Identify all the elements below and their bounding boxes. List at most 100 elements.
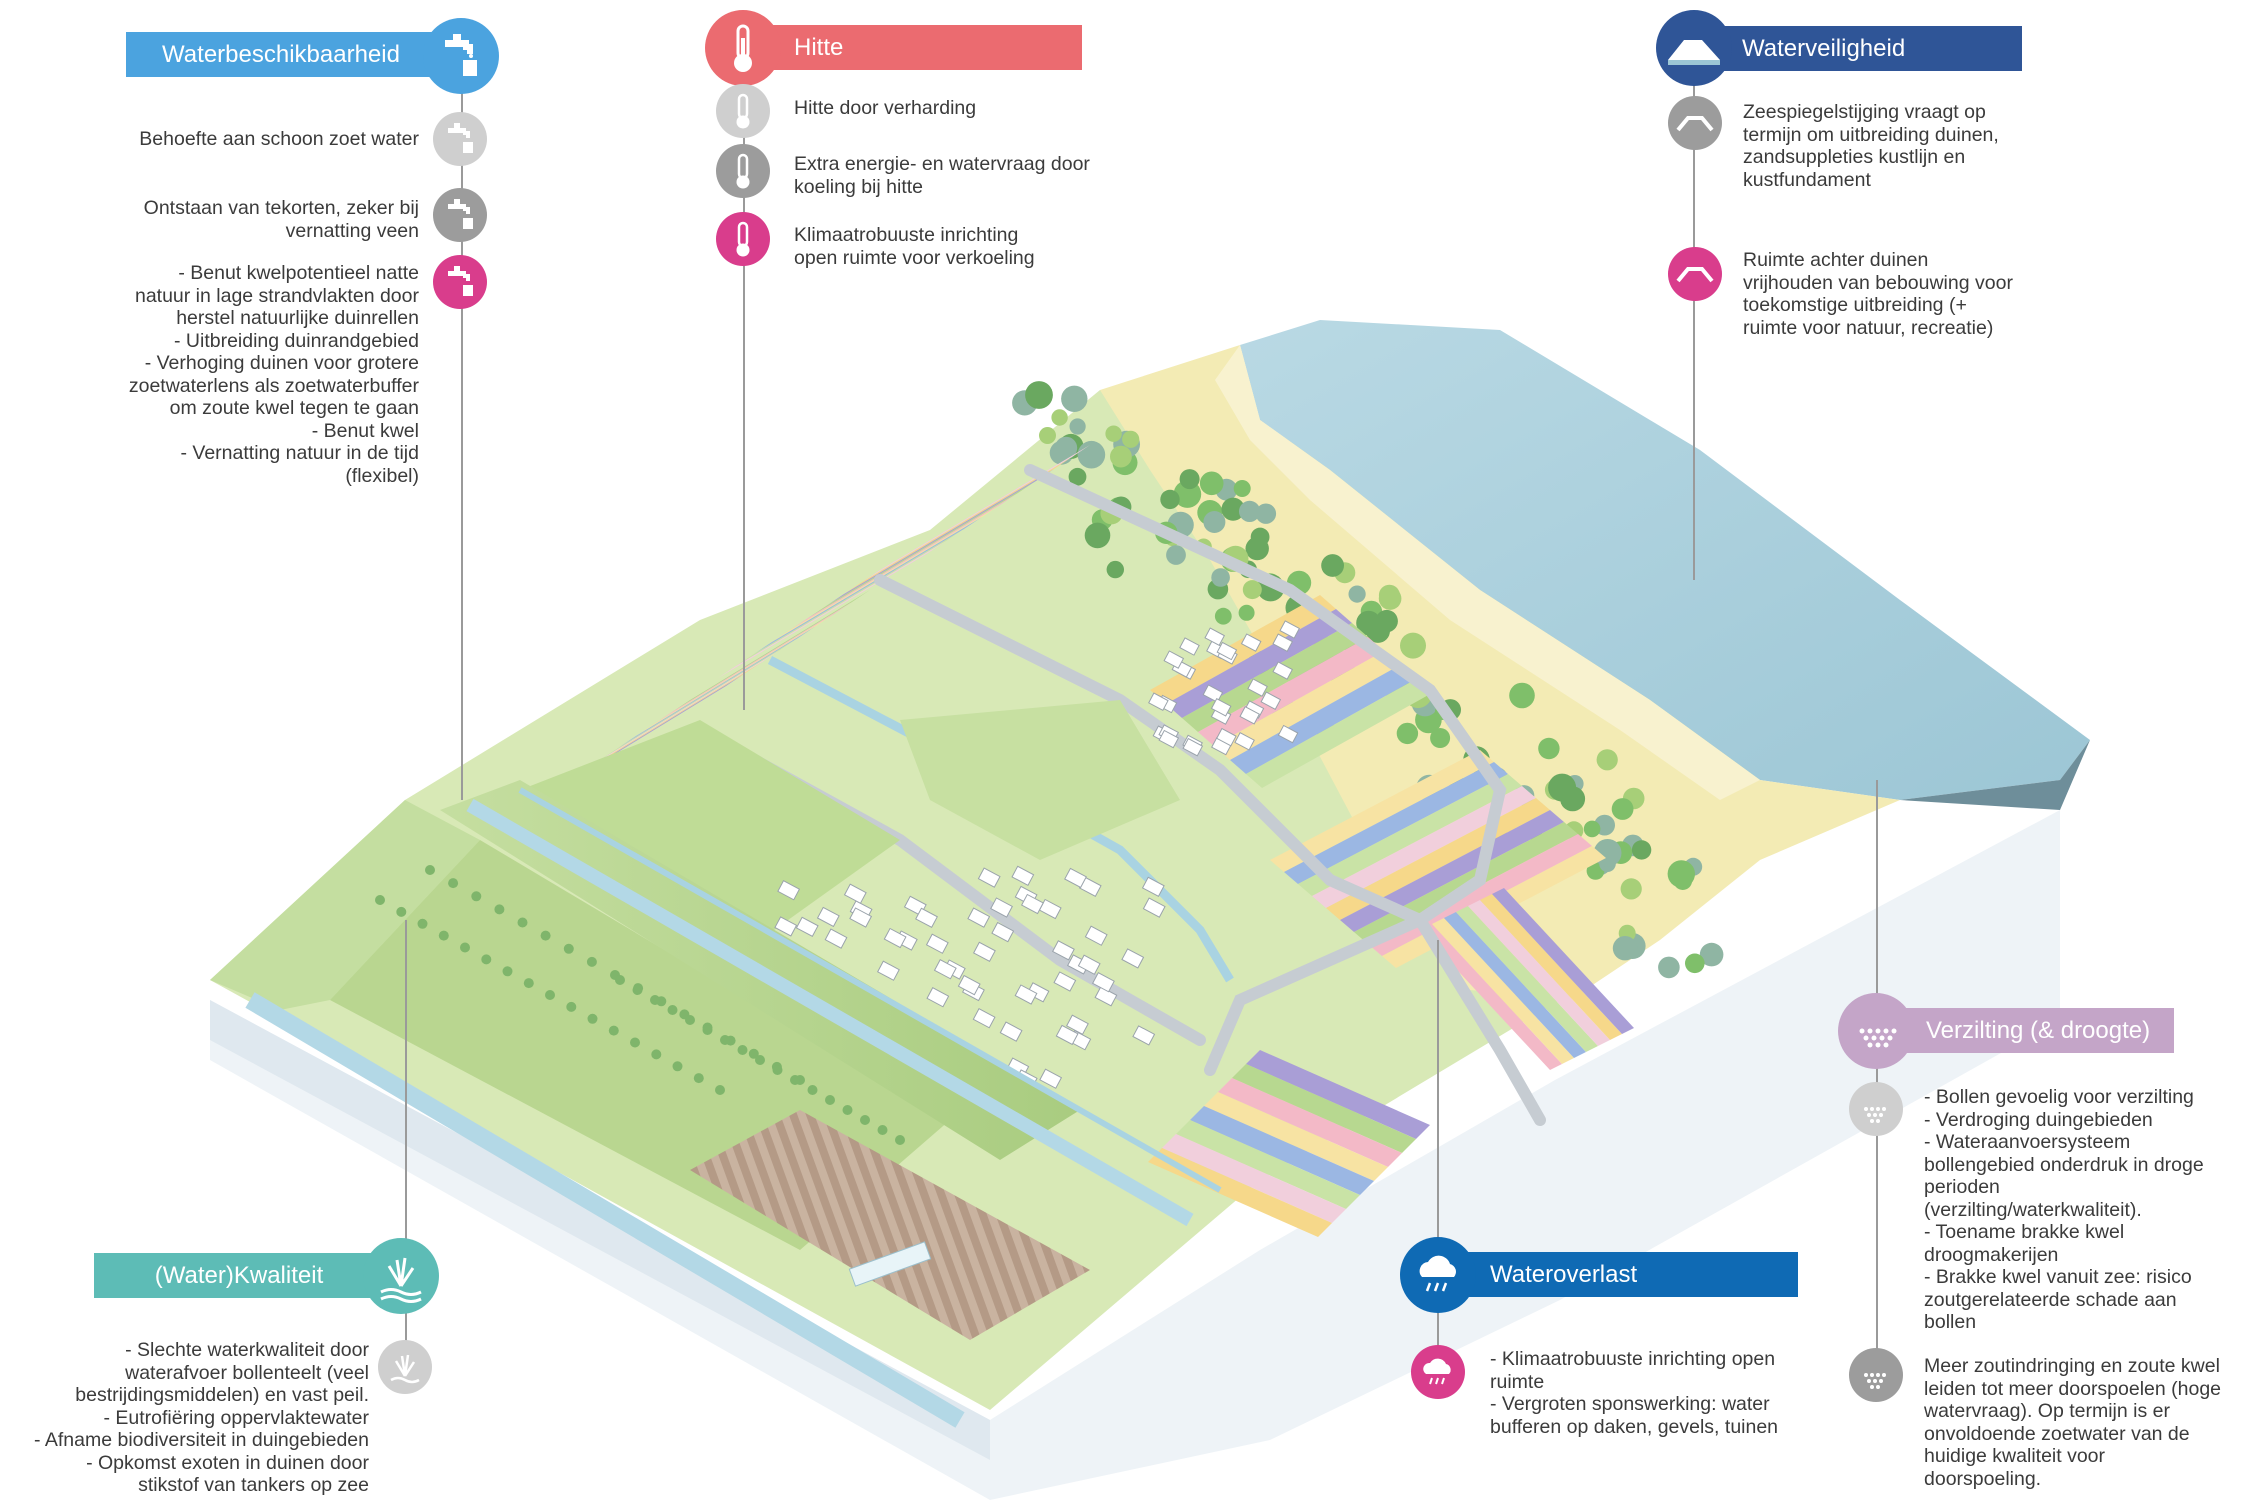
- tree: [1560, 786, 1586, 812]
- tree: [1667, 860, 1696, 888]
- bulb-field-stripe: [718, 541, 946, 678]
- tap-icon: [433, 112, 487, 166]
- house: [926, 987, 950, 1008]
- tree: [650, 995, 660, 1005]
- tree: [685, 1015, 695, 1025]
- bulb-field-stripe: [654, 602, 852, 724]
- house: [1026, 982, 1050, 1003]
- text-line: toekomstige uitbreiding (+: [1743, 294, 1967, 316]
- connector-line: [461, 92, 463, 800]
- text-line: bestrijdingsmiddelen) en vast peil.: [75, 1384, 369, 1406]
- connector-line: [1693, 60, 1695, 580]
- house: [925, 933, 949, 954]
- bulb-field-stripe: [1444, 912, 1586, 1058]
- salt-icon: [1849, 1348, 1903, 1402]
- house: [1148, 692, 1169, 712]
- house: [883, 927, 907, 949]
- text-line: - Toename brakke kwel: [1924, 1221, 2125, 1243]
- text-line: ruimte voor natuur, recreatie): [1743, 316, 1994, 339]
- tree: [772, 1065, 783, 1075]
- text-line: (verzilting/waterkwaliteit).: [1924, 1198, 2142, 1221]
- waterbeschikbaarheid-item-1: Behoefte aan schoon zoet water: [19, 128, 419, 151]
- bulb-field-stripe: [1284, 762, 1508, 884]
- tree: [1211, 568, 1230, 587]
- text-line: Ruimte achter duinen: [1743, 249, 1929, 271]
- text-line: stikstof van tankers op zee: [138, 1474, 369, 1496]
- house: [972, 1008, 996, 1029]
- bulb-field-stripe: [826, 469, 1054, 606]
- house: [999, 1021, 1023, 1042]
- house: [1055, 1024, 1079, 1046]
- house: [1216, 727, 1237, 747]
- house: [1216, 641, 1238, 661]
- bulb-fields: [546, 445, 1634, 1237]
- bulb-field-stripe: [1230, 665, 1416, 774]
- tree: [417, 918, 428, 929]
- text-line: perioden: [1924, 1176, 2000, 1198]
- tree: [540, 930, 551, 941]
- text-line: - Uitbreiding duinrandgebied: [174, 329, 419, 352]
- kwaliteit-header: (Water)Kwaliteit: [94, 1253, 384, 1298]
- tree: [1077, 440, 1106, 469]
- tree: [1068, 467, 1087, 486]
- text-line: natuur in lage strandvlakten door: [134, 284, 419, 307]
- tree: [1105, 425, 1122, 442]
- text-line: - Wateraanvoersysteem: [1924, 1131, 2131, 1153]
- house: [1179, 637, 1200, 656]
- house: [1272, 633, 1294, 653]
- tree: [523, 978, 534, 989]
- bulb-field-stripe: [1246, 679, 1432, 788]
- dune-icon: [1668, 96, 1722, 150]
- tree: [1233, 480, 1251, 497]
- tree: [1039, 427, 1056, 444]
- bulb-field-stripe: [1492, 888, 1634, 1034]
- bulb-field-stripe: [1162, 1134, 1346, 1223]
- salt-icon: [1838, 993, 1914, 1069]
- house: [1204, 627, 1226, 647]
- tree: [737, 1045, 748, 1055]
- house: [1084, 925, 1108, 946]
- tree: [425, 865, 435, 875]
- text-line: zandsuppleties kustlijn en: [1743, 146, 1966, 168]
- tree: [438, 930, 449, 941]
- waterbeschikbaarheid-header: Waterbeschikbaarheid: [126, 32, 436, 77]
- house: [1011, 865, 1035, 887]
- hitte-header: Hitte: [760, 25, 1082, 70]
- tree: [545, 990, 555, 1000]
- house: [824, 928, 848, 949]
- house: [1260, 691, 1282, 711]
- house: [990, 897, 1013, 918]
- bulb-field-stripe: [754, 517, 982, 654]
- bulb-field-stripe: [1150, 595, 1336, 704]
- house: [1163, 650, 1185, 669]
- connector-line: [743, 58, 745, 710]
- tree: [1110, 445, 1132, 468]
- thermometer-icon: [705, 10, 781, 86]
- tree: [1122, 430, 1140, 448]
- house: [977, 867, 1001, 888]
- text-line: huidige kwaliteit voor: [1924, 1445, 2106, 1467]
- tree: [1245, 536, 1269, 561]
- bulb-field-stripe: [790, 493, 1018, 630]
- house: [1210, 698, 1232, 717]
- tree: [842, 1105, 853, 1115]
- tree: [1160, 489, 1180, 510]
- bulb-field-stripe: [772, 505, 1000, 642]
- house: [876, 960, 900, 981]
- text-line: vernatting veen: [285, 219, 419, 242]
- canal: [767, 656, 1234, 983]
- house: [967, 907, 991, 928]
- tree: [702, 1025, 713, 1035]
- tree: [1221, 497, 1245, 521]
- house: [957, 974, 981, 996]
- tap-icon: [423, 18, 499, 94]
- bulb-field-stripe: [564, 662, 762, 784]
- tree: [502, 966, 513, 977]
- house: [774, 916, 798, 937]
- bulb-field-stripe: [582, 650, 780, 772]
- tree: [1509, 682, 1535, 709]
- tree: [1611, 798, 1634, 820]
